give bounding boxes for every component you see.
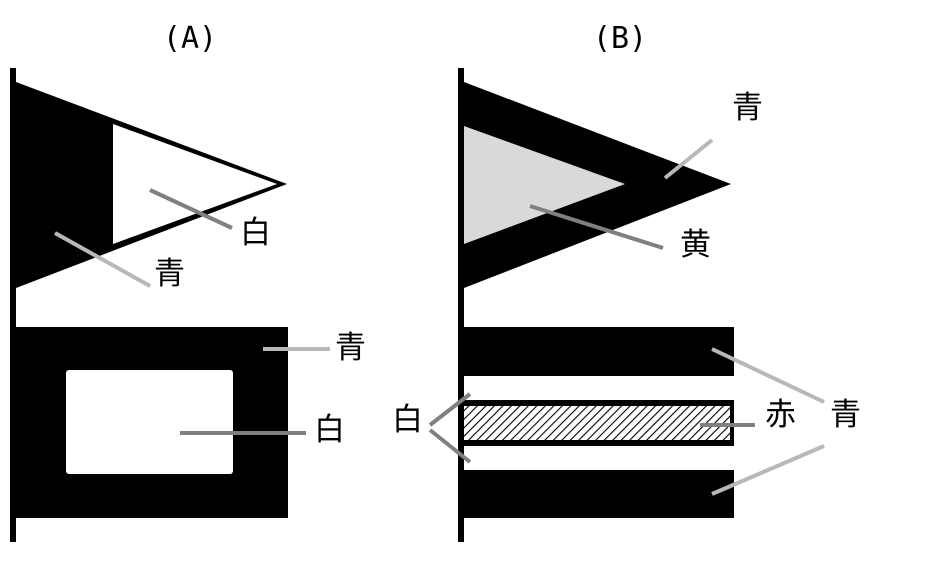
leader-b-band-top [711, 347, 825, 404]
leader-a-pennant-outer [54, 231, 151, 288]
label-b-stripes-white: 白 [392, 402, 423, 438]
panel-b-pennant-inner [464, 126, 625, 244]
panel-b-stripe-white-bottom [464, 446, 734, 470]
label-b-bands-outer: 青 [830, 397, 861, 433]
label-b-pennant-inner: 黄 [680, 227, 711, 263]
panel-a-pole [10, 68, 16, 542]
leader-b-pennant-outer [663, 138, 714, 180]
panel-a-flag-inner [66, 370, 233, 474]
label-a-pennant-inner: 白 [240, 215, 271, 251]
panel-b-title: (B) [593, 21, 647, 56]
panel-b-stripe-white-top [464, 376, 734, 400]
leader-b-pennant-inner [529, 204, 664, 250]
panel-b: 青 黄 白 赤 青 [392, 68, 861, 542]
leader-a-pennant-inner [149, 188, 233, 230]
panel-b-stripe-center [464, 406, 730, 440]
leader-b-stripe-white-bottom [428, 428, 472, 464]
label-b-pennant-outer: 青 [732, 90, 763, 126]
label-b-stripe-center: 赤 [765, 397, 796, 433]
panel-a: 白 青 青 白 [10, 68, 366, 542]
panel-a-pennant-inner [113, 124, 277, 244]
panel-b-pole [458, 68, 464, 542]
leader-b-stripe-white-top [428, 392, 472, 427]
label-a-pennant-outer: 青 [154, 256, 185, 292]
leader-b-band-bottom [711, 444, 825, 496]
panel-a-title: (A) [163, 21, 217, 56]
label-a-flag-outer: 青 [335, 330, 366, 366]
label-a-flag-inner: 白 [314, 412, 345, 448]
